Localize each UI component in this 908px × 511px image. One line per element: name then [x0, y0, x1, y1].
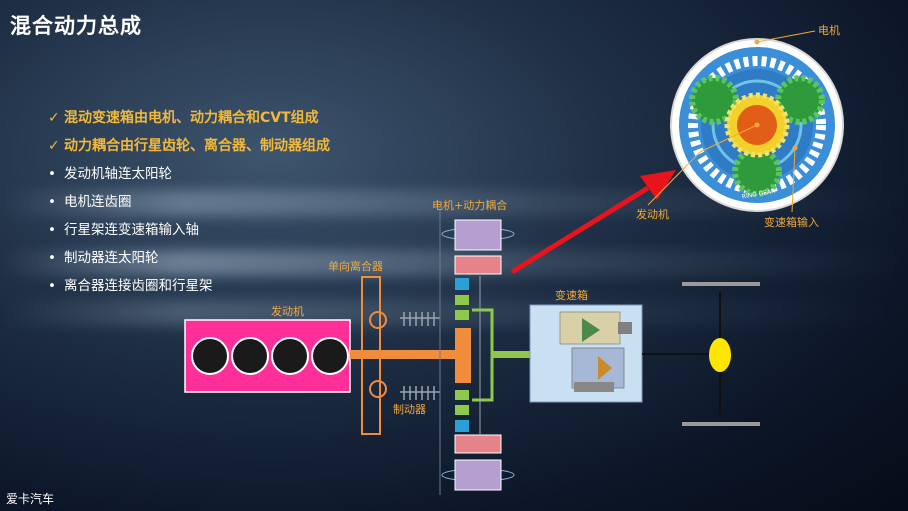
- one-way-clutch: [361, 276, 387, 435]
- differential: [709, 338, 731, 372]
- motor-rotor-top: [454, 255, 502, 275]
- engine-label: 发动机: [271, 305, 304, 318]
- callout-arrow: [510, 170, 676, 275]
- motor-rotor-bottom: [454, 434, 502, 454]
- one-way-clutch-label: 单向离合器: [328, 260, 383, 273]
- ring-gear-block: [455, 278, 469, 290]
- bullet-text: 发动机轴连太阳轮: [64, 166, 172, 182]
- bullet-dot-icon: •: [48, 194, 56, 210]
- inset-motor-label: 电机: [818, 24, 840, 37]
- bullet-item-check: ✓动力耦合由行星齿轮、离合器、制动器组成: [48, 132, 330, 160]
- check-icon: ✓: [48, 138, 60, 154]
- sun-gear: [455, 328, 471, 383]
- cylinder-3: [271, 337, 309, 375]
- cylinder-4: [311, 337, 349, 375]
- inset-gearbox-input-label: 变速箱输入: [764, 216, 819, 229]
- bullet-item: • 电机连齿圈: [48, 188, 330, 216]
- bullet-text: 离合器连接齿圈和行星架: [64, 278, 213, 294]
- ring-gear-block: [455, 420, 469, 432]
- brake: [400, 312, 440, 400]
- motor-coupling-label: 电机+动力耦合: [432, 199, 508, 212]
- planet-carrier: [472, 308, 494, 402]
- engine-block: [184, 319, 351, 393]
- bullet-item: • 发动机轴连太阳轮: [48, 160, 330, 188]
- bullet-item: • 制动器连太阳轮: [48, 244, 330, 272]
- motor-coupling-unit: [441, 219, 515, 491]
- cylinder-1: [191, 337, 229, 375]
- bullet-dot-icon: •: [48, 222, 56, 238]
- planet-gear: [689, 75, 739, 125]
- bullet-item: • 行星架连变速箱输入轴: [48, 216, 330, 244]
- cvt-gearbox: [529, 304, 643, 403]
- wheel-axle: [682, 282, 760, 426]
- planet-gear: [775, 75, 825, 125]
- page-title: 混合动力总成: [10, 14, 142, 38]
- cylinder-2: [231, 337, 269, 375]
- bullet-dot-icon: •: [48, 250, 56, 266]
- gearbox-label: 变速箱: [555, 289, 588, 302]
- bullet-text: 混动变速箱由电机、动力耦合和CVT组成: [64, 110, 319, 126]
- brake-label: 制动器: [393, 403, 426, 416]
- motor-stator-top: [454, 219, 502, 251]
- bullet-item-check: ✓混动变速箱由电机、动力耦合和CVT组成: [48, 104, 330, 132]
- motor-stator-bottom: [454, 459, 502, 491]
- carrier-output-shaft: [492, 351, 530, 358]
- bullet-text: 动力耦合由行星齿轮、离合器、制动器组成: [64, 138, 330, 154]
- bullet-text: 行星架连变速箱输入轴: [64, 222, 199, 238]
- engine-shaft: [350, 350, 460, 359]
- watermark: 爱卡汽车: [6, 492, 55, 506]
- planetary-gear-inset: RING GEAR: [647, 30, 844, 213]
- bullet-item: • 离合器连接齿圈和行星架: [48, 272, 330, 300]
- bullet-dot-icon: •: [48, 166, 56, 182]
- bullet-dot-icon: •: [48, 278, 56, 294]
- inset-engine-label: 发动机: [636, 208, 669, 221]
- check-icon: ✓: [48, 110, 60, 126]
- bullet-list: ✓混动变速箱由电机、动力耦合和CVT组成 ✓动力耦合由行星齿轮、离合器、制动器组…: [48, 104, 330, 300]
- planet-gear: [732, 147, 782, 197]
- bullet-text: 电机连齿圈: [64, 194, 132, 210]
- bullet-text: 制动器连太阳轮: [64, 250, 159, 266]
